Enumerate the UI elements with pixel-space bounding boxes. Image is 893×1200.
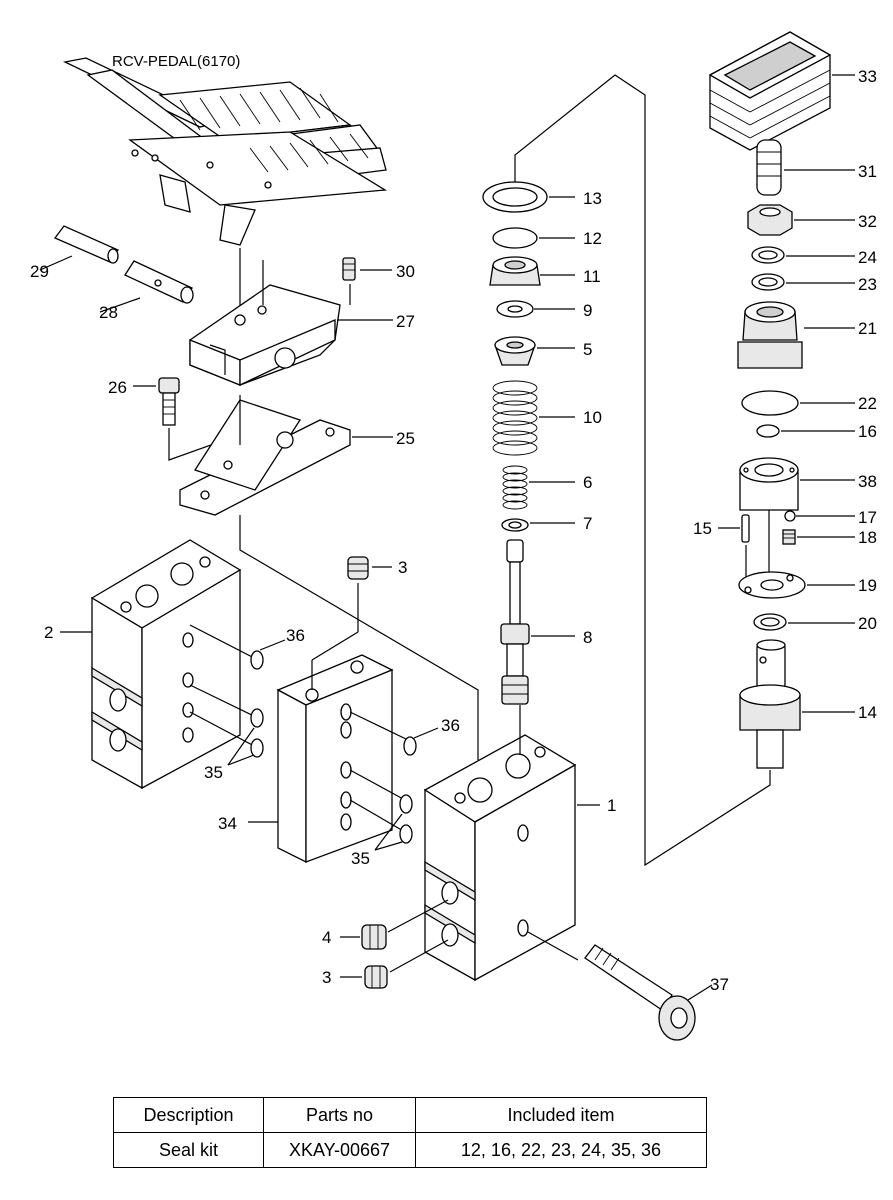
exploded-parts-diagram: RCV-PEDAL(6170) (30, 31, 877, 1041)
cell-description: Seal kit (113, 1132, 264, 1168)
part-4-plug (340, 899, 449, 950)
callout-15: 15 (693, 519, 712, 538)
callout-5: 5 (583, 340, 592, 359)
callout-1: 1 (607, 796, 616, 815)
part-26-bolt (133, 377, 226, 461)
callout-4: 4 (322, 928, 331, 947)
part-29-pin (39, 225, 119, 271)
header-parts-no: Parts no (263, 1097, 416, 1133)
callout-28: 28 (99, 303, 118, 322)
part-27-bracket (189, 260, 393, 387)
table-header-row: Description Parts no Included item (113, 1097, 707, 1133)
callout-22: 22 (858, 394, 877, 413)
callout-13: 13 (583, 189, 602, 208)
callout-11: 11 (583, 267, 601, 286)
callout-8: 8 (583, 628, 592, 647)
callout-10: 10 (583, 408, 602, 427)
callout-37: 37 (710, 975, 729, 994)
callout-34: 34 (218, 814, 237, 833)
seal-kit-table: Description Parts no Included item Seal … (113, 1097, 707, 1168)
callout-17: 17 (858, 508, 877, 527)
part-1-valve-body (423, 705, 600, 982)
callout-38: 38 (858, 472, 877, 491)
part-25-base-plate (179, 395, 479, 760)
callout-21: 21 (858, 319, 877, 338)
o-rings-left (227, 639, 286, 766)
part-30-set-screw (342, 257, 392, 305)
callout-23: 23 (858, 275, 877, 294)
callout-30: 30 (396, 262, 415, 281)
table-row: Seal kit XKAY-00667 12, 16, 22, 23, 24, … (113, 1132, 707, 1168)
pedal-assembly (62, 57, 388, 310)
callout-19: 19 (858, 576, 877, 595)
part-2-valve-body (60, 539, 259, 790)
callout-7: 7 (583, 514, 592, 533)
right-parts-stack (708, 31, 855, 769)
part-34-spacer-plate (248, 631, 409, 864)
part-28-pin (99, 260, 194, 313)
diagram-title: RCV-PEDAL(6170) (112, 53, 240, 70)
callout-2: 2 (44, 623, 53, 642)
callout-6: 6 (583, 473, 592, 492)
callout-14: 14 (858, 703, 877, 722)
callout-16: 16 (858, 422, 877, 441)
callout-9: 9 (583, 301, 592, 320)
part-37-bolt (527, 931, 713, 1041)
callout-25: 25 (396, 429, 415, 448)
header-included-item: Included item (415, 1097, 707, 1133)
callout-36-right: 36 (441, 716, 460, 735)
cell-included-item: 12, 16, 22, 23, 24, 35, 36 (415, 1132, 707, 1168)
header-description: Description (113, 1097, 264, 1133)
callout-12: 12 (583, 229, 602, 248)
part-3-plug-bottom (340, 939, 449, 989)
callout-35-right: 35 (351, 849, 370, 868)
callout-labels: 1 2 3 3 4 5 6 7 8 9 10 11 12 13 14 15 16… (30, 67, 877, 994)
callout-33: 33 (858, 67, 877, 86)
callout-18: 18 (858, 528, 877, 547)
center-parts-stack (482, 181, 575, 705)
part-3-plug-top (347, 556, 392, 632)
callout-26: 26 (108, 378, 127, 397)
callout-3-top: 3 (398, 558, 407, 577)
callout-29: 29 (30, 262, 49, 281)
o-rings-right (374, 727, 439, 851)
callout-27: 27 (396, 312, 415, 331)
callout-24: 24 (858, 248, 877, 267)
callout-20: 20 (858, 614, 877, 633)
callout-32: 32 (858, 212, 877, 231)
callout-31: 31 (858, 162, 877, 181)
callout-36-left: 36 (286, 626, 305, 645)
callout-3-bottom: 3 (322, 968, 331, 987)
assembly-guide-line (514, 74, 771, 867)
callout-35-left: 35 (204, 763, 223, 782)
cell-parts-no: XKAY-00667 (263, 1132, 416, 1168)
